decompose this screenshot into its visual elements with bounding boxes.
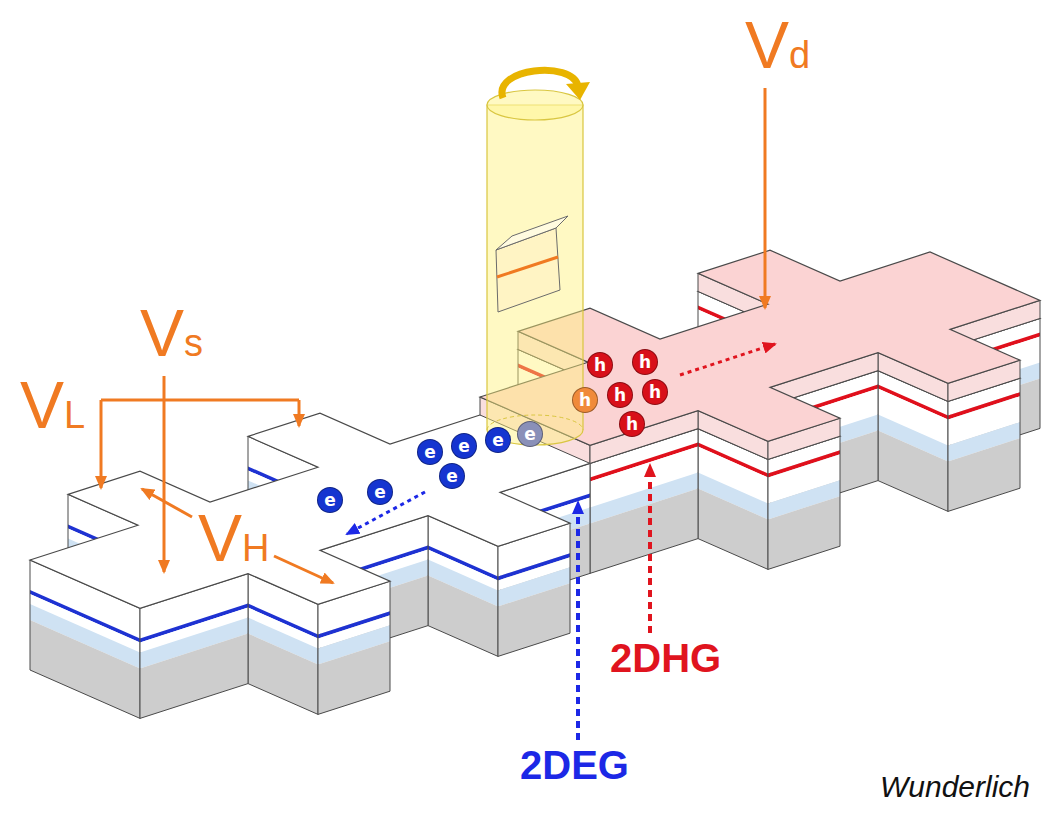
prism-line <box>497 257 558 277</box>
layer-band <box>428 576 498 657</box>
electron-circle: e <box>485 427 511 453</box>
voltage-label: Vd <box>745 12 810 78</box>
hole-flow-arrow <box>680 344 775 375</box>
rotation-arrowhead <box>566 82 590 100</box>
longitudinal-bracket <box>101 399 299 402</box>
layer-band <box>768 496 840 569</box>
layer-band <box>318 641 390 714</box>
layer-band <box>878 431 948 512</box>
electron-circle: e <box>317 487 343 513</box>
particle-letter: h <box>649 384 661 401</box>
particle-letter: e <box>458 438 470 455</box>
hole-circle: h <box>572 387 598 413</box>
hole-circle: h <box>642 379 668 405</box>
layer-band <box>140 634 248 719</box>
particle-letter: e <box>492 432 504 449</box>
hole-circle: h <box>619 411 645 437</box>
hall-lead <box>142 489 192 517</box>
beam-cylinder <box>487 105 583 445</box>
source-lead <box>163 376 166 572</box>
voltage-label: VL <box>20 372 85 438</box>
particle-letter: h <box>614 387 626 404</box>
particle-letter: h <box>594 357 606 374</box>
drain-lead <box>764 88 767 308</box>
longitudinal-lead <box>100 400 103 488</box>
voltage-label: Vs <box>140 300 203 366</box>
particle-letter: h <box>626 416 638 433</box>
prism-block <box>496 228 560 312</box>
particle-letter: e <box>446 468 458 485</box>
layer-band <box>698 489 768 570</box>
layer-band <box>248 634 318 715</box>
particle-letter: h <box>579 392 591 409</box>
particle-letter: e <box>424 444 436 461</box>
layer-band <box>590 489 698 574</box>
prism-top <box>496 216 568 250</box>
light-beam <box>487 70 590 445</box>
reference-note: Wunderlich <box>880 772 1030 802</box>
particle-letter: e <box>324 492 336 509</box>
particle-letter: e <box>524 426 536 443</box>
hall-lead <box>274 556 333 583</box>
hole-circle: h <box>632 349 658 375</box>
layer-band <box>30 620 140 718</box>
voltage-label: VH <box>196 505 271 571</box>
longitudinal-lead <box>298 400 301 426</box>
particle-letter: e <box>374 484 386 501</box>
2dhg-pointer <box>648 465 652 633</box>
electron-circle: e <box>451 433 477 459</box>
layer-band <box>948 438 1020 511</box>
hole-circle: h <box>607 382 633 408</box>
electron-circle: e <box>367 479 393 505</box>
layer-label: 2DEG <box>520 745 629 785</box>
electron-circle: e <box>417 439 443 465</box>
layer-label: 2DHG <box>610 638 721 678</box>
layer-band <box>498 583 570 656</box>
hole-circle: h <box>587 352 613 378</box>
electron-circle: e <box>439 463 465 489</box>
2deg-pointer <box>576 502 580 740</box>
particle-letter: h <box>639 354 651 371</box>
electron-circle: e <box>517 421 543 447</box>
